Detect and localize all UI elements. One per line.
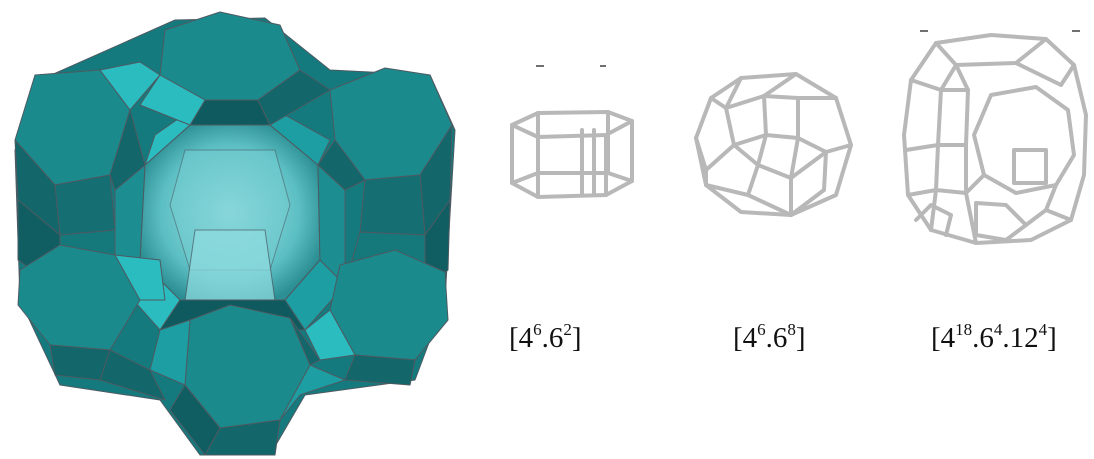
double-six-ring-cage-icon [498, 55, 648, 215]
lta-framework-polyhedra-icon [0, 0, 470, 459]
alpha-cage-icon [896, 25, 1094, 250]
cage-label-alpha: [418.64.124] [931, 322, 1057, 355]
sodalite-cage-icon [686, 60, 861, 225]
cage-label-sodalite: [46.68] [733, 322, 806, 355]
cage-label-d6r: [46.62] [509, 322, 582, 355]
